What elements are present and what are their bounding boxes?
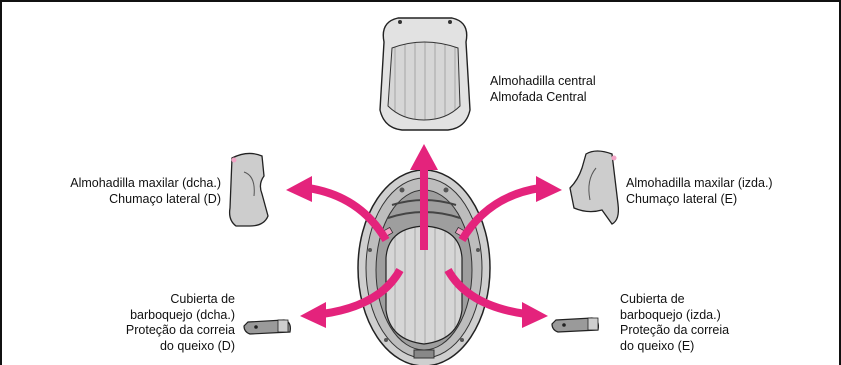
- label-chin-cover-right: Cubierta de barboquejo (dcha.) Proteção …: [126, 292, 235, 354]
- central-pad-illustration: [380, 18, 470, 130]
- label-cheek-pad-left: Almohadilla maxilar (izda.) Chumaço late…: [626, 176, 773, 207]
- label-cheek-pad-right-pt: Chumaço lateral (D): [70, 192, 221, 208]
- chin-strap-cover-right-illustration: [244, 320, 290, 334]
- label-chin-cover-right-line1: Cubierta de: [126, 292, 235, 308]
- label-chin-cover-right-line3: Proteção da correia: [126, 323, 235, 339]
- arrow-cheek-right-head: [286, 176, 312, 202]
- label-central-pad: Almohadilla central Almofada Central: [490, 74, 596, 105]
- cheek-pad-right-illustration: [230, 153, 268, 226]
- arrow-central-head: [410, 144, 438, 170]
- label-central-pad-es: Almohadilla central: [490, 74, 596, 90]
- arrow-cheek-left-head: [536, 176, 562, 202]
- label-chin-cover-left-line4: do queixo (E): [620, 339, 729, 355]
- cheek-pad-left-illustration: [570, 151, 618, 224]
- label-chin-cover-left-line2: barboquejo (izda.): [620, 308, 729, 324]
- label-central-pad-pt: Almofada Central: [490, 90, 596, 106]
- arrow-chin-right-head: [300, 302, 326, 328]
- label-cheek-pad-left-es: Almohadilla maxilar (izda.): [626, 176, 773, 192]
- label-chin-cover-left: Cubierta de barboquejo (izda.) Proteção …: [620, 292, 729, 354]
- label-cheek-pad-right: Almohadilla maxilar (dcha.) Chumaço late…: [70, 176, 221, 207]
- label-chin-cover-right-line4: do queixo (D): [126, 339, 235, 355]
- label-cheek-pad-left-pt: Chumaço lateral (E): [626, 192, 773, 208]
- chin-strap-cover-left-illustration: [552, 318, 598, 332]
- label-chin-cover-right-line2: barboquejo (dcha.): [126, 308, 235, 324]
- arrow-chin-left-head: [522, 302, 548, 328]
- label-chin-cover-left-line3: Proteção da correia: [620, 323, 729, 339]
- label-cheek-pad-right-es: Almohadilla maxilar (dcha.): [70, 176, 221, 192]
- label-chin-cover-left-line1: Cubierta de: [620, 292, 729, 308]
